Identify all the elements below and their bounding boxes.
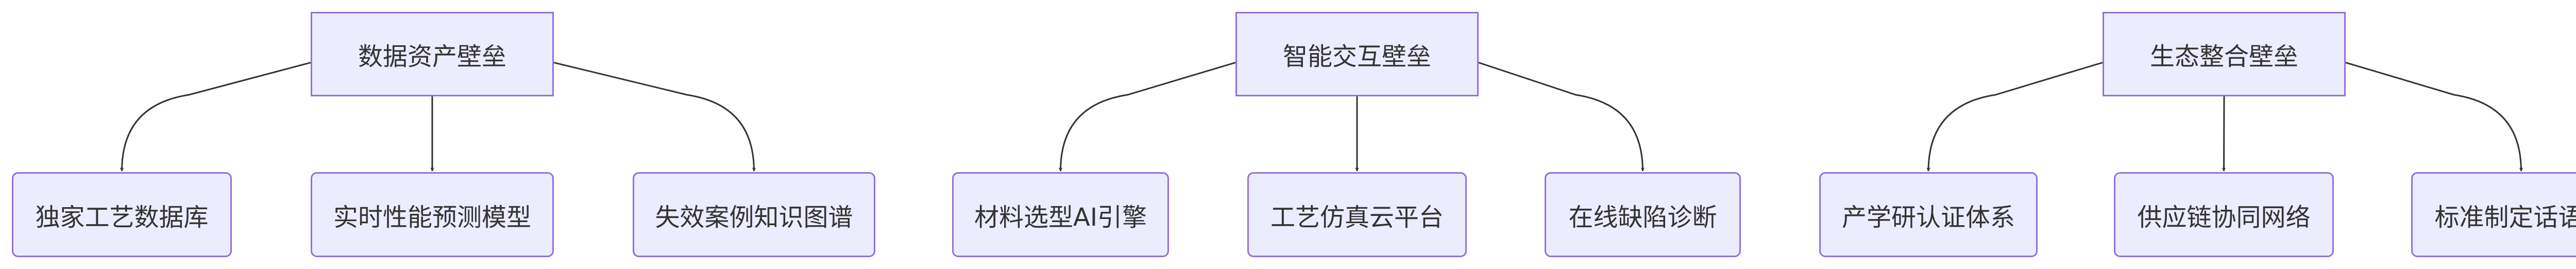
leaf-node[interactable]: 实时性能预测模型 [311, 172, 554, 257]
leaf-node[interactable]: 独家工艺数据库 [12, 172, 232, 257]
leaf-node-label: 材料选型AI引擎 [974, 203, 1147, 232]
leaf-node-label: 供应链协同网络 [2137, 203, 2311, 232]
leaf-node[interactable]: 产学研认证体系 [1819, 172, 2038, 257]
root-node-smart-interaction[interactable]: 智能交互壁垒 [1235, 12, 1479, 96]
leaf-node[interactable]: 标准制定话语权 [2411, 172, 2576, 257]
leaf-node-label: 标准制定话语权 [2434, 203, 2576, 232]
edge-arrow [1926, 61, 2103, 172]
leaf-node-label: 产学研认证体系 [1841, 203, 2015, 232]
leaf-node-label: 工艺仿真云平台 [1270, 203, 1444, 232]
edge-arrow [120, 61, 311, 172]
edge-arrow [1059, 61, 1236, 172]
root-node-ecosystem[interactable]: 生态整合壁垒 [2103, 12, 2346, 96]
leaf-node[interactable]: 供应链协同网络 [2114, 172, 2334, 257]
leaf-node[interactable]: 在线缺陷诊断 [1545, 172, 1741, 257]
leaf-node[interactable]: 材料选型AI引擎 [952, 172, 1169, 257]
leaf-node-label: 实时性能预测模型 [333, 203, 531, 232]
root-node-data-asset[interactable]: 数据资产壁垒 [311, 12, 554, 96]
edge-arrow [2222, 96, 2226, 172]
edge-arrow [2345, 61, 2523, 172]
leaf-node-label: 在线缺陷诊断 [1568, 203, 1717, 232]
leaf-node[interactable]: 工艺仿真云平台 [1247, 172, 1467, 257]
root-node-label: 生态整合壁垒 [2149, 42, 2298, 71]
leaf-node-label: 失效案例知识图谱 [655, 203, 853, 232]
root-node-label: 数据资产壁垒 [358, 42, 506, 71]
leaf-node[interactable]: 失效案例知识图谱 [633, 172, 875, 257]
edge-arrow [1478, 61, 1645, 172]
leaf-node-label: 独家工艺数据库 [35, 203, 209, 232]
root-node-label: 智能交互壁垒 [1282, 42, 1431, 71]
edge-arrow [553, 61, 756, 172]
